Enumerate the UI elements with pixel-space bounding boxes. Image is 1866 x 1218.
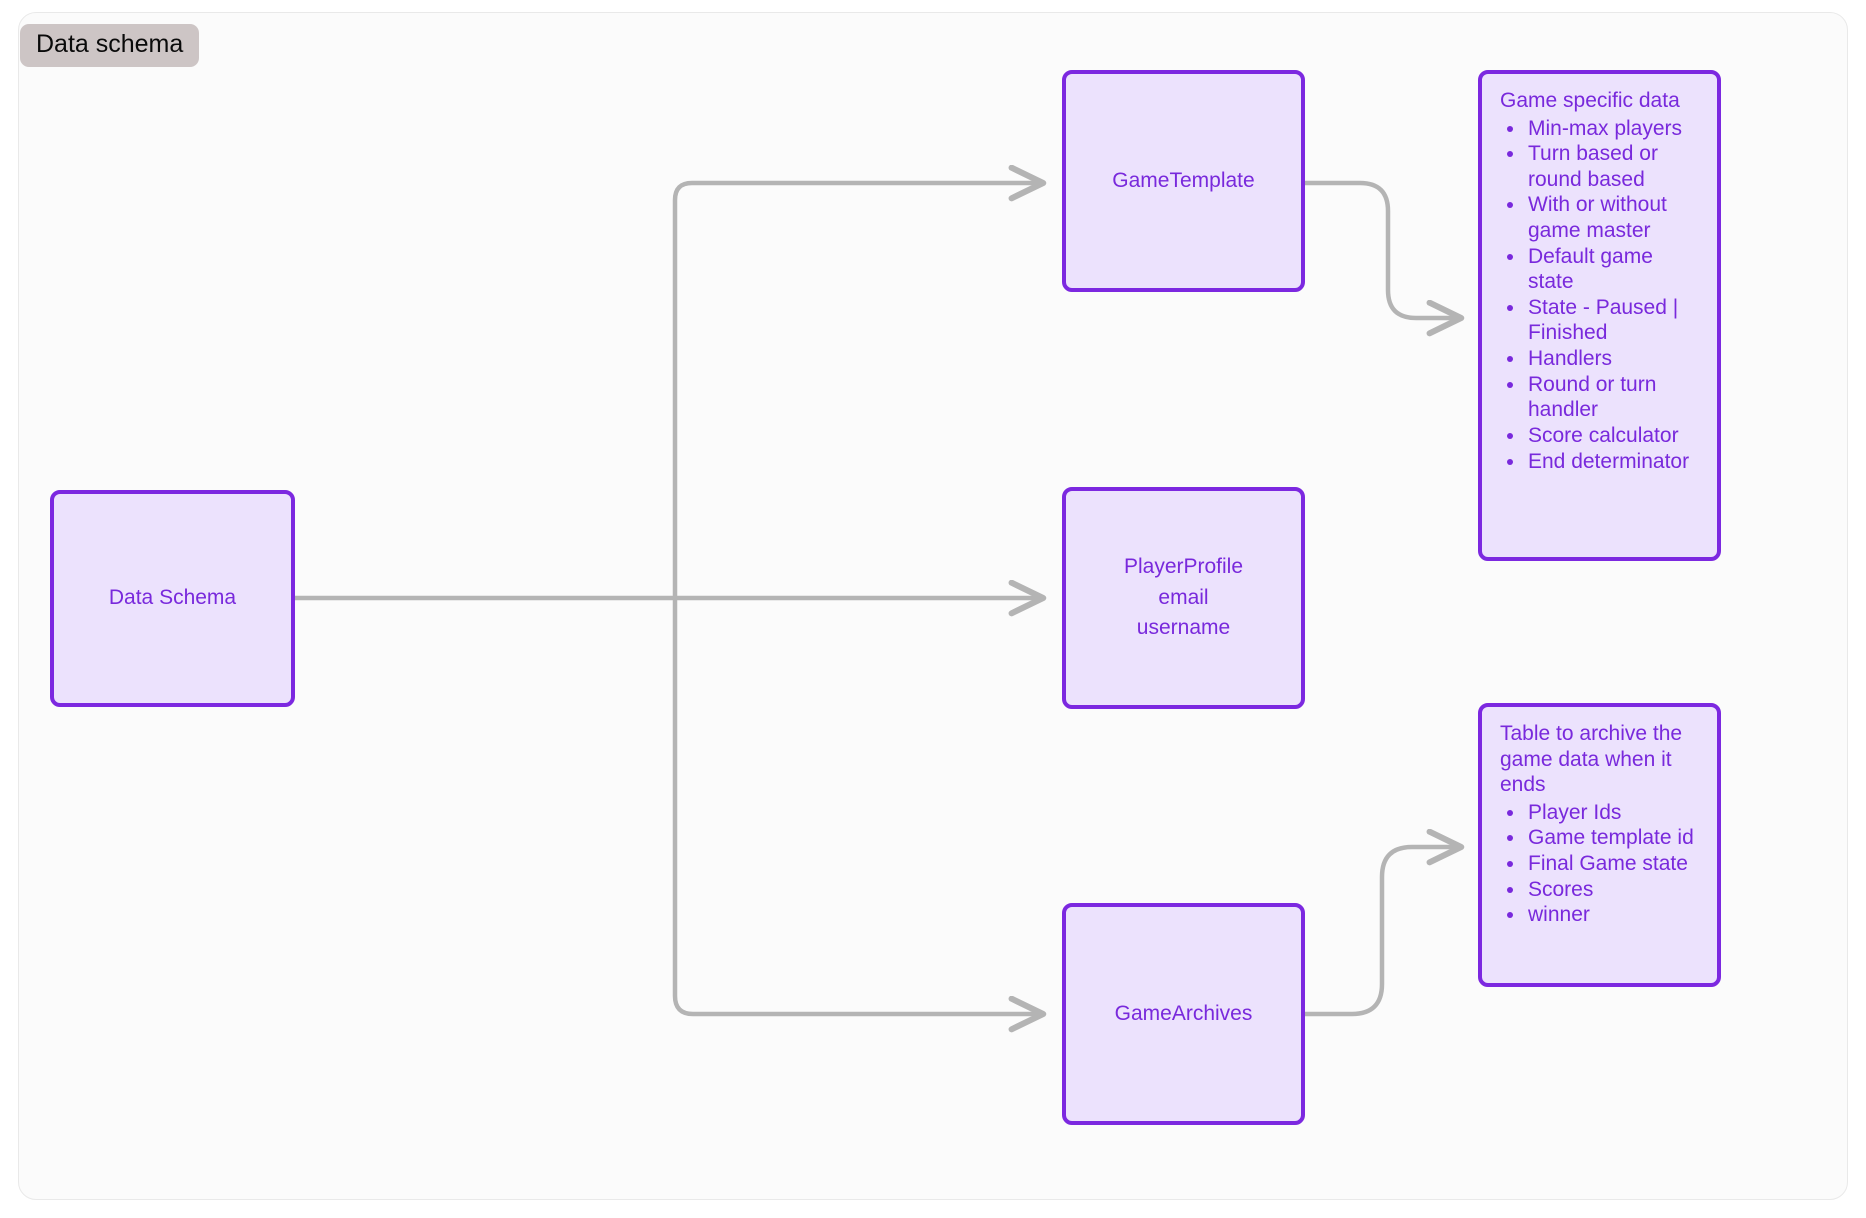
node-game-archives[interactable]: GameArchives <box>1062 903 1305 1125</box>
list-item: winner <box>1526 902 1701 928</box>
list-item: Player Ids <box>1526 800 1701 826</box>
list-item: Score calculator <box>1526 423 1701 449</box>
list-item: Final Game state <box>1526 851 1701 877</box>
page-title: Data schema <box>20 24 200 67</box>
list-item: State - Paused | Finished <box>1526 295 1701 346</box>
list-item: With or without game master <box>1526 192 1701 243</box>
list-item: End determinator <box>1526 449 1701 475</box>
list-item: Game template id <box>1526 825 1701 851</box>
node-player-profile[interactable]: PlayerProfile email username <box>1062 487 1305 709</box>
node-archive-table[interactable]: Table to archive the game data when it e… <box>1478 703 1721 987</box>
node-player-profile-line-3: username <box>1136 616 1231 640</box>
list-item: Handlers <box>1526 346 1701 372</box>
node-data-schema-label: Data Schema <box>108 586 237 610</box>
list-item: Min-max players <box>1526 116 1701 142</box>
node-data-schema[interactable]: Data Schema <box>50 490 295 707</box>
node-game-archives-label: GameArchives <box>1114 1001 1253 1025</box>
node-game-template-label: GameTemplate <box>1112 168 1255 192</box>
list-item: Round or turn handler <box>1526 372 1701 423</box>
node-player-profile-line-1: PlayerProfile <box>1123 555 1244 579</box>
node-game-specific-data[interactable]: Game specific data Min-max playersTurn b… <box>1478 70 1721 561</box>
list-item: Default game state <box>1526 244 1701 295</box>
node-player-profile-line-2: email <box>1158 585 1209 609</box>
node-game-template[interactable]: GameTemplate <box>1062 70 1305 292</box>
node-game-specific-data-heading: Game specific data <box>1500 89 1680 112</box>
node-archive-table-heading: Table to archive the game data when it e… <box>1500 722 1683 797</box>
list-item: Scores <box>1526 877 1701 903</box>
node-game-specific-data-list: Min-max playersTurn based or round based… <box>1500 116 1701 475</box>
list-item: Turn based or round based <box>1526 141 1701 192</box>
node-archive-table-list: Player IdsGame template idFinal Game sta… <box>1500 800 1701 928</box>
